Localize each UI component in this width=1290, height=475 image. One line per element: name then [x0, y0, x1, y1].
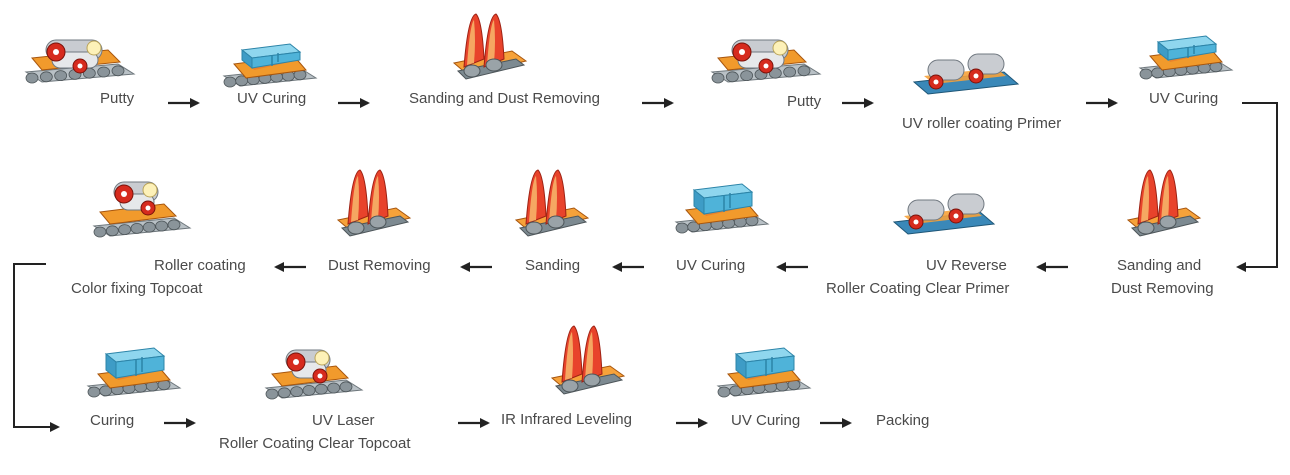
- roller-coater-wide-icon: [890, 190, 998, 240]
- step-label-roller-coating-clear-primer: Roller Coating Clear Primer: [826, 280, 1010, 297]
- roller-coater-icon: [262, 340, 366, 404]
- step-label-uv-reverse: UV Reverse: [926, 257, 1007, 274]
- step-label-dust-removing: Dust Removing: [328, 257, 431, 274]
- uv-curing-icon: [84, 346, 184, 402]
- uv-curing-icon: [714, 346, 814, 402]
- step-label-uv-curing: UV Curing: [1149, 90, 1219, 107]
- roller-coater-icon: [708, 30, 824, 88]
- step-label-curing: Curing: [90, 412, 135, 429]
- step-label-packing: Packing: [876, 412, 930, 429]
- step-label-dust-removing: Dust Removing: [1111, 280, 1214, 297]
- uv-curing-icon: [1136, 34, 1236, 84]
- step-label-sanding: Sanding: [525, 257, 581, 274]
- step-label-uv-curing: UV Curing: [237, 90, 307, 107]
- step-label-uv-curing: UV Curing: [676, 257, 746, 274]
- uv-curing-icon: [220, 42, 320, 92]
- step-label-uv-curing: UV Curing: [731, 412, 801, 429]
- roller-coater-wide-icon: [910, 50, 1022, 100]
- step-label-putty: Putty: [787, 93, 822, 110]
- step-label-ir-infrared-leveling: IR Infrared Leveling: [501, 411, 632, 428]
- step-label-roller-coating-clear-topcoat: Roller Coating Clear Topcoat: [219, 435, 411, 452]
- sanding-machine-icon: [1124, 166, 1204, 242]
- step-label-putty: Putty: [100, 90, 135, 107]
- sanding-machine-icon: [450, 10, 530, 85]
- step-label-color-fixing-topcoat: Color fixing Topcoat: [71, 280, 203, 297]
- step-label-sanding-and: Sanding and: [1117, 257, 1202, 274]
- connector-left: [13, 263, 60, 432]
- sanding-machine-icon: [512, 166, 592, 242]
- roller-coater-icon: [22, 30, 138, 88]
- sanding-machine-icon: [334, 166, 414, 242]
- step-label-roller-coating: Roller coating: [154, 257, 246, 274]
- step-label-uv-laser: UV Laser: [312, 412, 375, 429]
- roller-coater-icon: [90, 172, 194, 242]
- uv-curing-icon: [672, 182, 772, 238]
- step-label-uv-roller-coating-primer: UV roller coating Primer: [902, 115, 1062, 132]
- connector-right: [1236, 102, 1278, 272]
- sanding-machine-icon: [548, 322, 628, 400]
- step-label-sanding-dust-removing: Sanding and Dust Removing: [409, 90, 600, 107]
